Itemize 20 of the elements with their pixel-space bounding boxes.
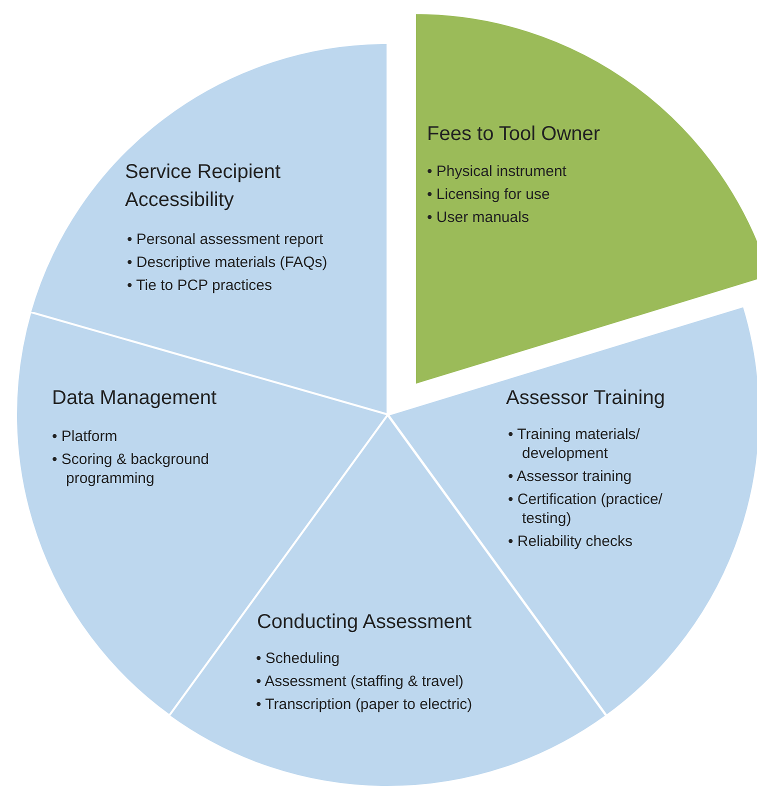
bullet-item: • Platform	[52, 426, 118, 446]
slice-heading: Service Recipient Accessibility	[124, 160, 282, 213]
slice-heading: Assessor Training	[506, 386, 666, 411]
bullet-item: • Scoring & background programming	[52, 450, 210, 488]
bullet-item: • Physical instrument	[427, 162, 568, 181]
bullet-item: • Scheduling	[256, 649, 341, 668]
bullet-item: • Tie to PCP practices	[126, 276, 274, 295]
slice-heading: Fees to Tool Owner	[427, 122, 602, 147]
bullet-item: • Training materials/ development	[508, 424, 641, 463]
bullet-item: • Descriptive materials (FAQs)	[126, 253, 328, 272]
bullet-item: • Certification (practice/ testing)	[508, 490, 664, 528]
bullet-item: • Reliability checks	[508, 532, 634, 551]
bullet-item: • Assessor training	[508, 466, 633, 486]
bullet-item: • Transcription (paper to electric)	[256, 695, 474, 714]
bullet-item: • Assessment (staffing & travel)	[256, 672, 465, 691]
bullet-item: • Personal assessment report	[126, 230, 324, 249]
slice-heading: Conducting Assessment	[256, 610, 473, 635]
bullet-item: • User manuals	[427, 208, 530, 227]
bullet-item: • Licensing for use	[427, 185, 551, 204]
slice-heading: Data Management	[52, 386, 218, 411]
